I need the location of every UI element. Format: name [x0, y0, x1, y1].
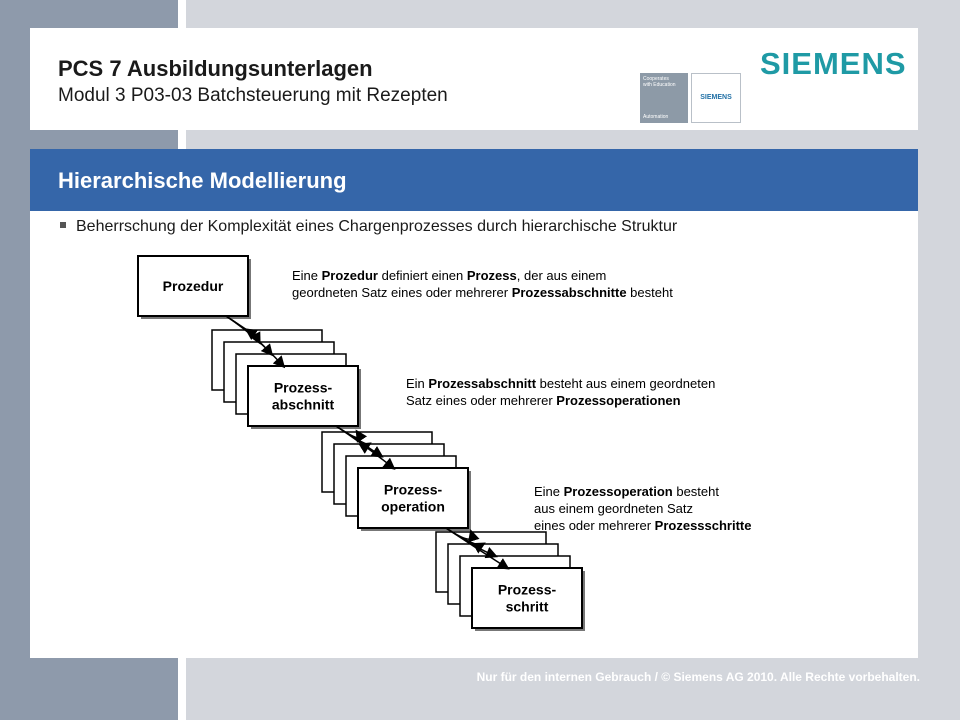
- header-panel: [30, 28, 918, 130]
- box-label: Prozess-: [384, 482, 443, 498]
- cooperates-badge-line: Cooperates: [643, 76, 669, 82]
- diagram-description-line: Eine Prozedur definiert einen Prozess, d…: [292, 268, 606, 283]
- diagram-description-line: Satz eines oder mehrerer Prozessoperatio…: [406, 393, 681, 408]
- diagram-box-stack-2: Prozess-operation: [321, 431, 471, 531]
- footer-copyright: Nur für den internen Gebrauch / © Siemen…: [476, 670, 920, 684]
- box-frame: [247, 365, 359, 427]
- hierarchy-arrow: [445, 527, 510, 570]
- diagram-description-line: aus einem geordneten Satz: [534, 501, 693, 516]
- siemens-badge: SIEMENS: [691, 73, 741, 123]
- cooperates-badge-bottom: Automation: [643, 114, 669, 120]
- diagram-description-line: Eine Prozessoperation besteht: [534, 484, 719, 499]
- hierarchy-diagram: ProzedurProzess-abschnittProzess-operati…: [137, 255, 752, 631]
- section-title: Hierarchische Modellierung: [58, 168, 347, 193]
- diagram-box-prozedur: Prozedur: [137, 255, 251, 319]
- diagram-description-line: geordneten Satz eines oder mehrerer Proz…: [292, 285, 673, 300]
- box-frame: [357, 467, 469, 529]
- box-label: operation: [381, 499, 445, 515]
- siemens-logo: SIEMENS: [760, 46, 907, 81]
- diagram-box-stack-1: Prozess-abschnitt: [211, 329, 361, 429]
- hierarchy-arrow: [225, 315, 286, 369]
- diagram-description-line: eines oder mehrerer Prozessschritte: [534, 518, 752, 533]
- box-frame: [137, 255, 249, 317]
- diagram-box-stack-3: Prozess-schritt: [435, 531, 585, 631]
- bullet-marker: [60, 222, 66, 228]
- page-subtitle: Modul 3 P03-03 Batchsteuerung mit Rezept…: [58, 85, 448, 106]
- box-label: abschnitt: [272, 397, 335, 413]
- hierarchy-arrow: [335, 425, 396, 470]
- box-label: Prozess-: [274, 380, 333, 396]
- box-label: schritt: [506, 599, 549, 615]
- box-label: Prozess-: [498, 582, 557, 598]
- section-bar: [30, 149, 918, 211]
- box-label: Prozedur: [163, 278, 224, 294]
- cooperates-badge-line: with Education: [643, 82, 676, 88]
- bullet-text: Beherrschung der Komplexität eines Charg…: [76, 218, 678, 235]
- page-title: PCS 7 Ausbildungsunterlagen: [58, 56, 373, 81]
- box-frame: [471, 567, 583, 629]
- cooperates-badge: Cooperates with Education Automation: [640, 73, 688, 123]
- diagram-description-line: Ein Prozessabschnitt besteht aus einem g…: [406, 376, 715, 391]
